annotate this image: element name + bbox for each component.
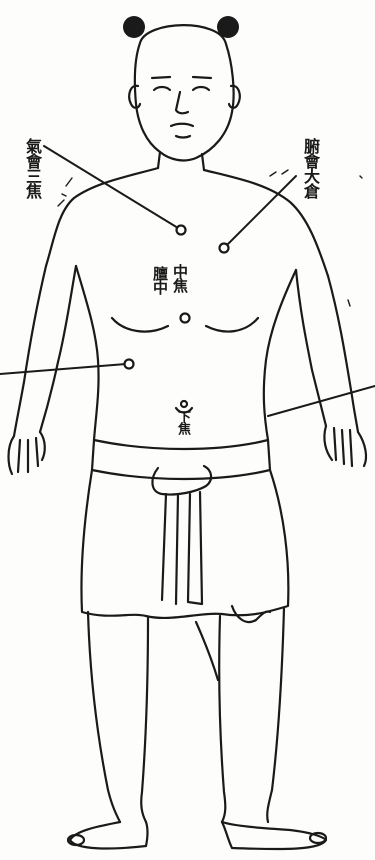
arm-left-inner xyxy=(40,266,76,432)
hair-knot-left xyxy=(123,16,145,38)
acupoint-xia-jiao xyxy=(181,401,187,407)
leg-left xyxy=(88,612,148,822)
waistband xyxy=(92,440,270,479)
arm-left-outer xyxy=(14,266,46,436)
eyebrow-left xyxy=(152,77,170,78)
torso-right xyxy=(264,270,296,440)
eye-left xyxy=(154,87,170,90)
mouth xyxy=(171,124,193,126)
acupoint-dan-zhong xyxy=(181,314,190,323)
arm-right-outer xyxy=(328,276,358,432)
label-fu-cang-tai-cang: 腑會大倉 xyxy=(302,138,318,198)
eyebrow-right xyxy=(193,77,211,78)
chest-right xyxy=(206,318,258,332)
sash-knot xyxy=(152,466,211,495)
label-xia-jiao: 下焦 xyxy=(176,410,189,434)
sash-tail-inner xyxy=(176,494,178,604)
torso-left xyxy=(76,266,99,440)
leg-right xyxy=(219,608,284,822)
nose xyxy=(176,92,188,113)
acupoint-left-abdomen xyxy=(125,360,134,369)
chin-line xyxy=(176,136,190,138)
chest-left xyxy=(112,318,168,332)
sash-tail-right xyxy=(188,492,202,604)
acupoint-qi-hui xyxy=(177,226,186,235)
label-zhong-jiao: 中焦 xyxy=(172,264,187,292)
hand-left xyxy=(9,432,45,474)
eye-right xyxy=(193,87,209,90)
sash-tail-left xyxy=(162,494,166,600)
acupoint-fu-hui xyxy=(220,244,229,253)
shoulder-line xyxy=(46,168,328,276)
label-dan-zhong: 膻中 xyxy=(152,266,167,294)
pointer-line-qi xyxy=(44,146,178,228)
arm-right-inner xyxy=(296,270,326,426)
pointer-line-left-edge xyxy=(0,364,126,374)
label-qi-hui-san-jiao: 氣會三焦 xyxy=(24,138,40,198)
hand-right xyxy=(324,426,366,466)
head-outline xyxy=(135,25,234,160)
knee-lines xyxy=(196,622,218,680)
